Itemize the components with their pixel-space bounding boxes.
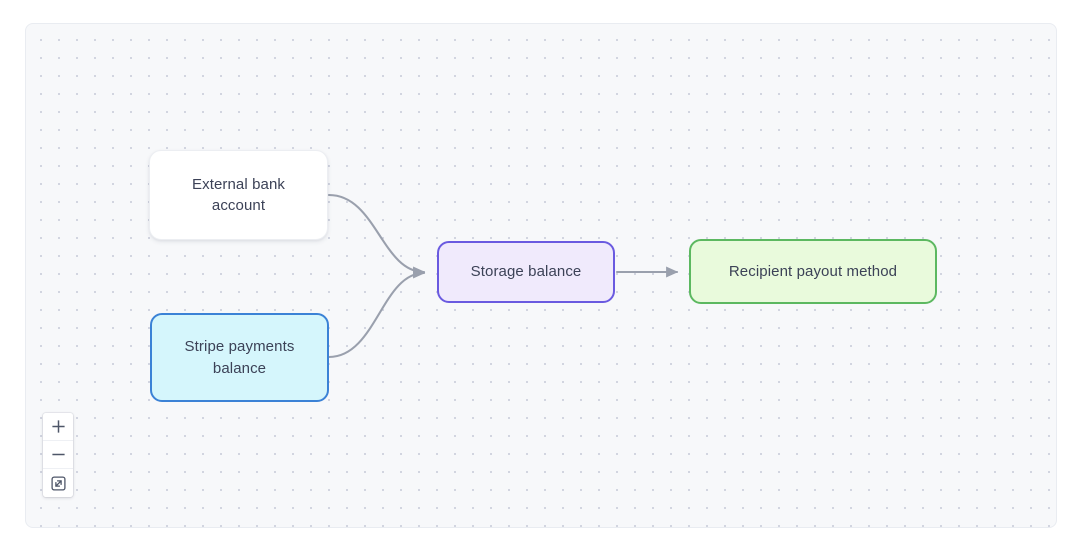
fit-view-icon [50, 475, 66, 491]
fit-view-button[interactable] [43, 469, 73, 497]
node-label: Storage balance [470, 263, 582, 281]
zoom-in-button[interactable] [43, 413, 73, 441]
edge-external-bank-to-storage [327, 193, 426, 278]
node-label: External bank account [191, 175, 286, 214]
node-label: Recipient payout method [728, 262, 898, 280]
zoom-controls-panel [43, 413, 73, 497]
plus-icon [51, 419, 66, 434]
node-stripe-payments-balance[interactable]: Stripe payments balance [150, 313, 329, 402]
node-label: Stripe payments balance [184, 338, 295, 377]
flow-canvas[interactable]: External bank account Stripe payments ba… [25, 23, 1057, 528]
node-recipient-payout-method[interactable]: Recipient payout method [689, 239, 937, 304]
node-storage-balance[interactable]: Storage balance [437, 241, 615, 303]
minus-icon [51, 447, 66, 462]
zoom-out-button[interactable] [43, 441, 73, 469]
edge-stripe-to-storage [327, 267, 426, 359]
node-external-bank-account[interactable]: External bank account [149, 150, 328, 240]
